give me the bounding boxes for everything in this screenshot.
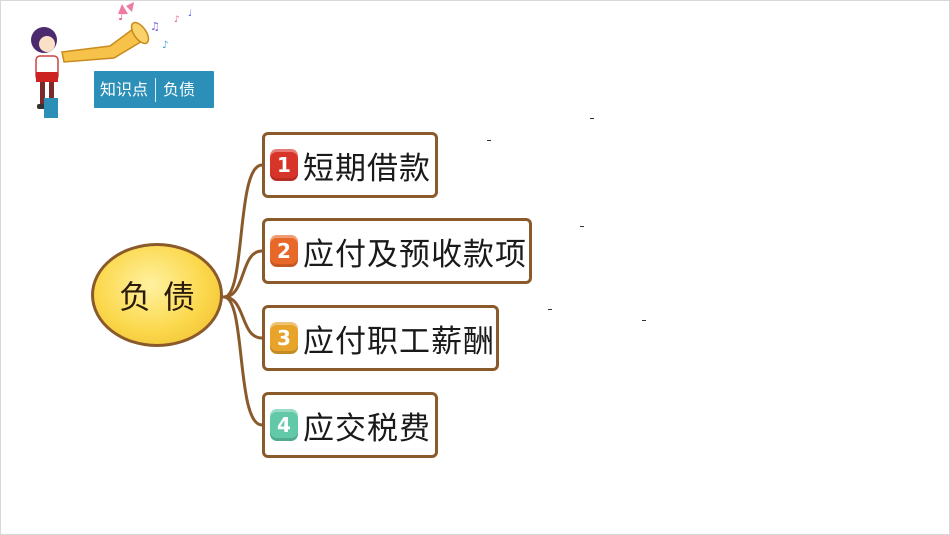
stray-mark — [580, 226, 584, 227]
connector-2 — [222, 249, 264, 299]
connector-4 — [222, 295, 264, 427]
svg-text:♫: ♫ — [150, 20, 160, 33]
branch-number-badge-3: 3 — [270, 322, 298, 354]
svg-text:♩: ♩ — [188, 9, 192, 19]
tag-label-knowledge-point: 知识点 — [100, 79, 149, 99]
branch-label-4: 应交税费 — [303, 410, 431, 447]
branch-node-4: 4 应交税费 — [262, 392, 438, 458]
connector-3 — [222, 295, 264, 340]
svg-text:♪: ♪ — [118, 9, 126, 23]
knowledge-point-tag: 知识点 负债 — [94, 71, 214, 108]
tag-label-topic: 负债 — [163, 79, 196, 99]
tag-divider — [155, 77, 157, 102]
branch-label-1: 短期借款 — [303, 150, 431, 187]
branch-label-2: 应付及预收款项 — [303, 236, 527, 273]
branch-number-badge-4: 4 — [270, 409, 298, 441]
connector-1 — [222, 163, 264, 299]
central-topic-label: 负债 — [118, 278, 207, 316]
central-topic-node: 负债 — [91, 243, 223, 347]
branch-number-badge-2: 2 — [270, 235, 298, 267]
branch-node-2: 2 应付及预收款项 — [262, 218, 532, 284]
branch-node-3: 3 应付职工薪酬 — [262, 305, 499, 371]
stray-mark — [642, 320, 646, 321]
stray-mark — [548, 309, 552, 310]
svg-text:♪: ♪ — [174, 15, 180, 25]
branch-label-3: 应付职工薪酬 — [303, 323, 495, 360]
svg-text:♪: ♪ — [162, 40, 168, 51]
branch-node-1: 1 短期借款 — [262, 132, 438, 198]
branch-number-badge-1: 1 — [270, 149, 298, 181]
mascot-illustration: ♪ ♫ ♪ ♪ ♩ — [31, 2, 192, 118]
stray-mark — [590, 118, 594, 119]
stray-mark — [487, 140, 491, 141]
